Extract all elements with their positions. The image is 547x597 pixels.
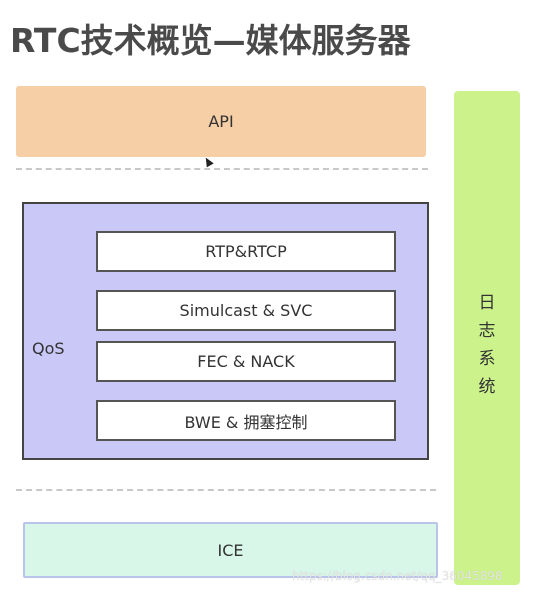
qos-item-simulcast-svc: Simulcast & SVC xyxy=(96,290,396,331)
qos-item-label: Simulcast & SVC xyxy=(179,301,313,320)
qos-item-bwe: BWE & 拥塞控制 xyxy=(96,400,396,441)
dashed-divider-top xyxy=(16,168,428,170)
dashed-divider-bottom xyxy=(16,489,436,491)
qos-item-fec-nack: FEC & NACK xyxy=(96,341,396,382)
page-title: RTC技术概览—媒体服务器 xyxy=(10,21,411,60)
log-char: 志 xyxy=(478,321,496,341)
watermark: https://blog.csdn.net/qq_36045898 xyxy=(292,569,503,583)
api-label: API xyxy=(208,112,234,131)
log-char: 日 xyxy=(478,293,496,313)
mouse-cursor-icon xyxy=(202,155,214,168)
ice-label: ICE xyxy=(217,540,244,560)
ice-layer: ICE xyxy=(23,522,438,578)
qos-item-rtp-rtcp: RTP&RTCP xyxy=(96,231,396,272)
qos-item-label: FEC & NACK xyxy=(197,352,295,371)
api-layer: API xyxy=(16,86,426,157)
qos-item-label: BWE & 拥塞控制 xyxy=(184,412,308,432)
qos-item-label: RTP&RTCP xyxy=(205,242,287,261)
qos-label: QoS xyxy=(32,339,65,358)
log-system-label: 日 志 系 统 xyxy=(454,289,520,401)
log-system-bar xyxy=(454,91,520,585)
log-char: 系 xyxy=(478,349,496,369)
log-char: 统 xyxy=(478,377,496,397)
